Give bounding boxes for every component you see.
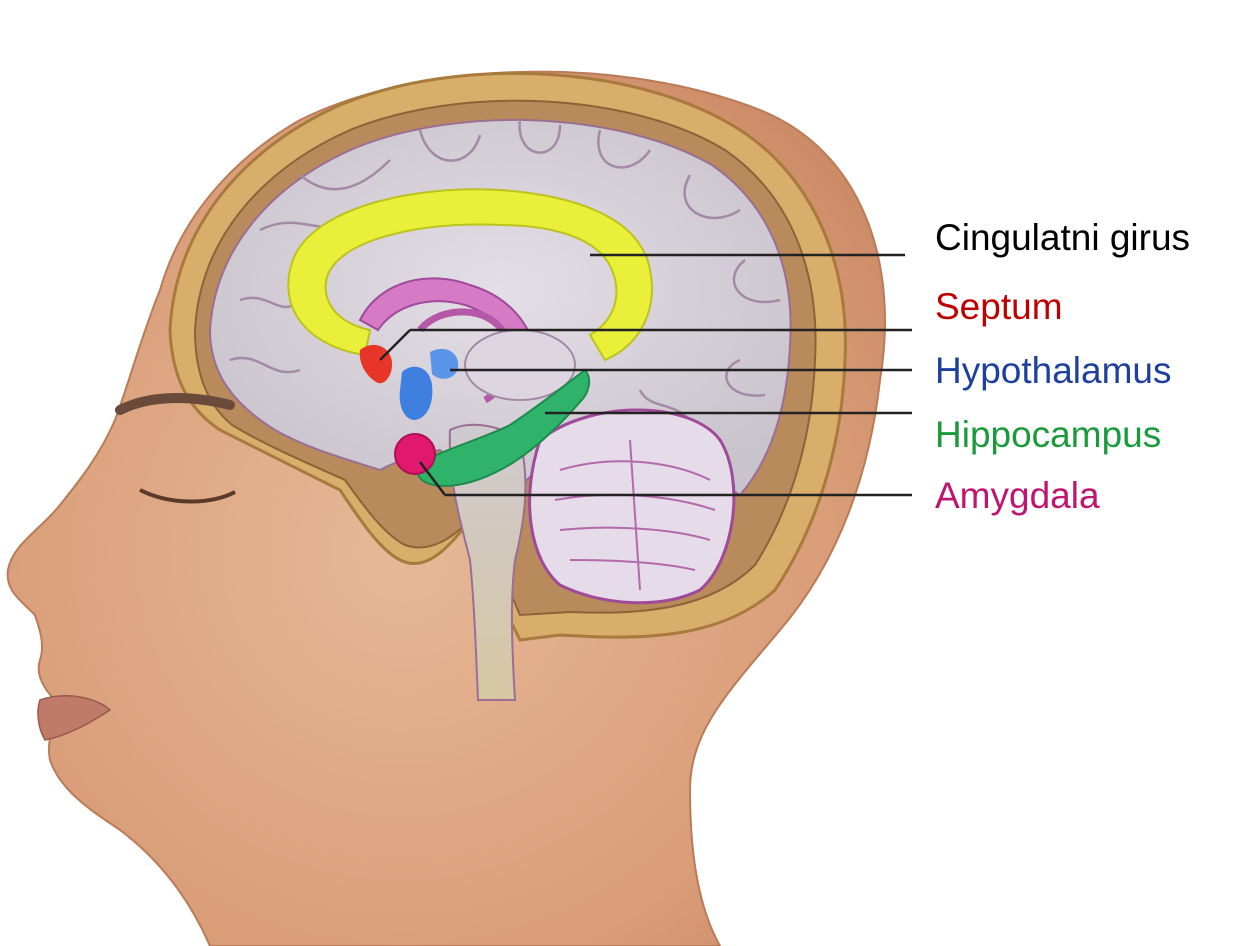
cerebellum <box>530 410 734 603</box>
label-septum: Septum <box>935 285 1063 329</box>
label-hippocampus: Hippocampus <box>935 413 1161 457</box>
amygdala-shape <box>395 434 435 474</box>
label-hypothalamus: Hypothalamus <box>935 349 1172 393</box>
label-cingulate-gyrus: Cingulatni girus <box>935 216 1190 260</box>
label-amygdala: Amygdala <box>935 474 1100 518</box>
